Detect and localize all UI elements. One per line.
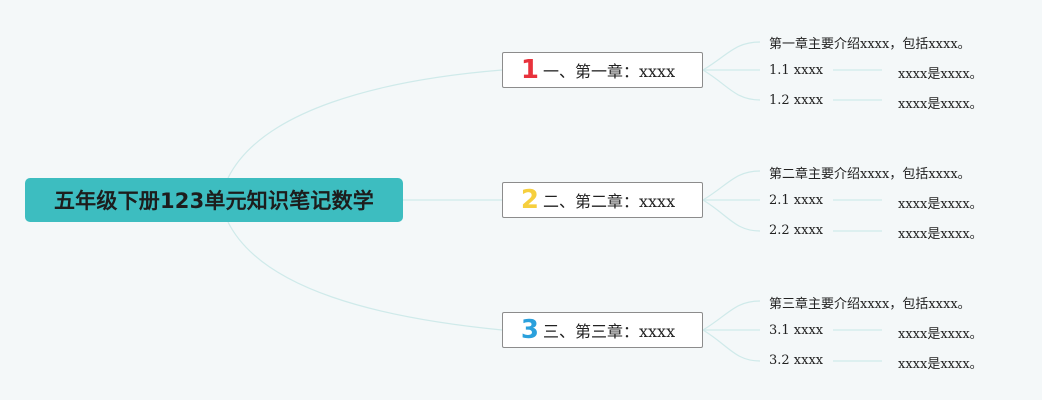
chapter-2-item-2-desc[interactable]: xxxx是xxxx。 <box>898 227 983 242</box>
link-ch3-item2 <box>702 329 761 362</box>
chapter-2-title: 二、第二章：xxxx <box>543 192 676 211</box>
chapter-3-item-2-desc[interactable]: xxxx是xxxx。 <box>898 357 983 372</box>
chapter-2-summary[interactable]: 第二章主要介绍xxxx，包括xxxx。 <box>769 167 971 182</box>
chapter-1-item-1-label[interactable]: 1.1 xxxx <box>769 63 824 78</box>
link-ch1-summary <box>702 41 761 71</box>
chapter-2-item-1-label[interactable]: 2.1 xxxx <box>769 193 824 208</box>
chapter-1-item-2-label[interactable]: 1.2 xxxx <box>769 93 824 108</box>
chapter-1-title: 一、第一章：xxxx <box>543 62 676 81</box>
link-ch3-summary <box>702 300 761 331</box>
chapter-3-item-2-label[interactable]: 3.2 xxxx <box>769 353 824 368</box>
chapter-3-item-1-label[interactable]: 3.1 xxxx <box>769 323 824 338</box>
chapter-1-item-1-desc[interactable]: xxxx是xxxx。 <box>898 67 983 82</box>
chapter-3-summary[interactable]: 第三章主要介绍xxxx，包括xxxx。 <box>769 297 971 312</box>
chapter-2-item-1-desc[interactable]: xxxx是xxxx。 <box>898 197 983 212</box>
link-root-chapter-1 <box>227 69 503 179</box>
chapter-3-item-1-desc[interactable]: xxxx是xxxx。 <box>898 327 983 342</box>
link-ch1-item2 <box>702 69 761 101</box>
chapter-3-number-icon: 3 <box>520 315 539 345</box>
chapter-1-number-icon: 1 <box>520 55 539 85</box>
chapter-1-item-2-desc[interactable]: xxxx是xxxx。 <box>898 97 983 112</box>
link-ch2-item2 <box>702 199 761 232</box>
chapter-2-item-2-label[interactable]: 2.2 xxxx <box>769 223 824 238</box>
link-ch2-summary <box>702 170 761 201</box>
chapter-3-title: 三、第三章：xxxx <box>543 322 676 341</box>
link-root-chapter-3 <box>227 221 503 331</box>
chapter-1-summary[interactable]: 第一章主要介绍xxxx，包括xxxx。 <box>769 37 971 52</box>
chapter-1-node[interactable]: 1 一、第一章：xxxx <box>502 52 703 88</box>
root-topic-label: 五年级下册123单元知识笔记数学 <box>53 189 375 213</box>
root-topic[interactable]: 五年级下册123单元知识笔记数学 <box>25 178 403 222</box>
chapter-3-node[interactable]: 3 三、第三章：xxxx <box>502 312 703 348</box>
chapter-2-number-icon: 2 <box>520 185 539 215</box>
chapter-2-node[interactable]: 2 二、第二章：xxxx <box>502 182 703 218</box>
